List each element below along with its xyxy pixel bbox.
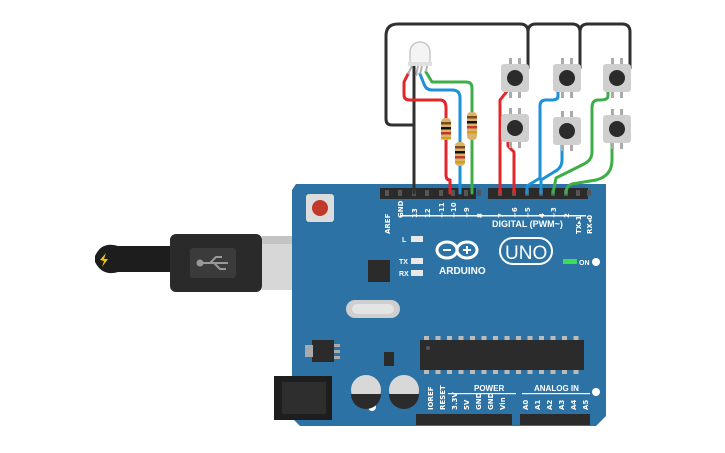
transistor xyxy=(384,352,394,366)
digital-pin-label: 12 xyxy=(424,208,432,218)
analog-pin-labels: A0 A1 A2 A3 A4 A5 xyxy=(522,400,590,410)
power-label: POWER xyxy=(474,384,504,393)
digital-pin-label: RX◂0 xyxy=(586,215,594,234)
usb-chip xyxy=(368,260,390,282)
power-pin-label: Vin xyxy=(499,397,507,410)
analog-pin-label: A0 xyxy=(522,400,530,410)
power-pin-label: 3.3V xyxy=(451,392,459,410)
resistor[interactable] xyxy=(455,142,465,166)
digital-pin-socket[interactable] xyxy=(477,190,481,196)
power-pin-label: RESET xyxy=(439,385,447,410)
pushbutton[interactable] xyxy=(603,109,631,149)
digital-pin-socket[interactable] xyxy=(451,190,455,196)
analog-label: ANALOG IN xyxy=(534,384,579,393)
digital-pin-label: ~5 xyxy=(524,207,532,218)
wire-green-led[interactable] xyxy=(424,70,474,114)
digital-pin-label: ~11 xyxy=(438,202,446,218)
analog-pin-label: A5 xyxy=(582,400,590,410)
wire-blue-btn4[interactable] xyxy=(539,140,564,195)
arduino-logo: ARDUINO xyxy=(435,240,486,277)
wire-green-btn5[interactable] xyxy=(551,90,610,195)
power-pin-label: GND xyxy=(475,392,483,410)
digital-pin-socket[interactable] xyxy=(385,190,389,196)
resistor[interactable] xyxy=(467,112,477,140)
digital-pin-label: GND xyxy=(397,200,405,218)
usb-cable[interactable] xyxy=(95,234,306,292)
digital-pin-label: AREF xyxy=(384,213,392,234)
pushbutton[interactable] xyxy=(603,58,631,98)
wire-red-led[interactable] xyxy=(402,72,448,120)
wire-red-btn2[interactable] xyxy=(506,138,516,195)
digital-pin-socket[interactable] xyxy=(439,190,443,196)
voltage-regulator xyxy=(305,340,340,362)
power-pin-label: GND xyxy=(487,392,495,410)
capacitors xyxy=(351,375,419,409)
digital-pin-socket[interactable] xyxy=(576,190,580,196)
pushbutton[interactable] xyxy=(553,58,581,98)
atmega-chip xyxy=(420,336,584,374)
wire-red-pin11[interactable] xyxy=(444,138,452,195)
rgb-led[interactable] xyxy=(407,41,432,77)
reset-button[interactable] xyxy=(306,194,334,222)
wire-green-btn6[interactable] xyxy=(564,140,614,195)
digital-pin-label: ~6 xyxy=(511,207,519,218)
analog-pin-label: A1 xyxy=(534,400,542,410)
svg-text:TX: TX xyxy=(399,259,408,266)
digital-pin-socket[interactable] xyxy=(425,190,429,196)
digital-pin-label: 13 xyxy=(411,208,419,218)
digital-pin-label: TX▸1 xyxy=(575,215,583,234)
analog-header[interactable] xyxy=(520,414,590,425)
power-pin-label: IOREF xyxy=(427,386,435,410)
pushbutton[interactable] xyxy=(553,111,581,151)
digital-header-label: DIGITAL (PWM~) xyxy=(492,219,563,229)
analog-pin-label: A4 xyxy=(570,400,578,410)
svg-text:ON: ON xyxy=(579,260,590,267)
svg-text:RX: RX xyxy=(399,271,409,278)
svg-text:L: L xyxy=(402,237,407,244)
pushbutton[interactable] xyxy=(501,58,529,98)
status-leds: L TX RX xyxy=(399,236,423,278)
power-pin-labels: IOREF RESET 3.3V 5V GND GND Vin xyxy=(427,385,507,410)
digital-pin-label: ~10 xyxy=(450,202,458,218)
digital-pin-label: ~3 xyxy=(550,207,558,218)
power-header[interactable] xyxy=(416,414,512,425)
analog-pin-label: A2 xyxy=(546,400,554,410)
uno-badge: UNO xyxy=(499,237,553,265)
power-on-led: ON xyxy=(563,259,590,267)
pushbuttons[interactable] xyxy=(501,58,631,151)
wire-red-btn1[interactable] xyxy=(498,88,510,195)
usb-icon xyxy=(196,256,228,270)
wire-blue-led[interactable] xyxy=(418,72,462,144)
resistors[interactable] xyxy=(441,112,477,166)
power-pin-label: 5V xyxy=(463,399,471,410)
pushbutton[interactable] xyxy=(501,108,529,148)
digital-pin-label: ~9 xyxy=(463,207,471,218)
digital-pin-socket[interactable] xyxy=(587,190,591,196)
power-jack[interactable] xyxy=(274,376,332,420)
wire-blue-btn3[interactable] xyxy=(525,88,560,195)
digital-pin-socket[interactable] xyxy=(464,190,468,196)
logo-text: ARDUINO xyxy=(439,266,486,277)
digital-pin-socket[interactable] xyxy=(398,190,402,196)
analog-pin-label: A3 xyxy=(558,400,566,410)
resistor[interactable] xyxy=(441,118,451,140)
svg-text:UNO: UNO xyxy=(505,243,547,264)
